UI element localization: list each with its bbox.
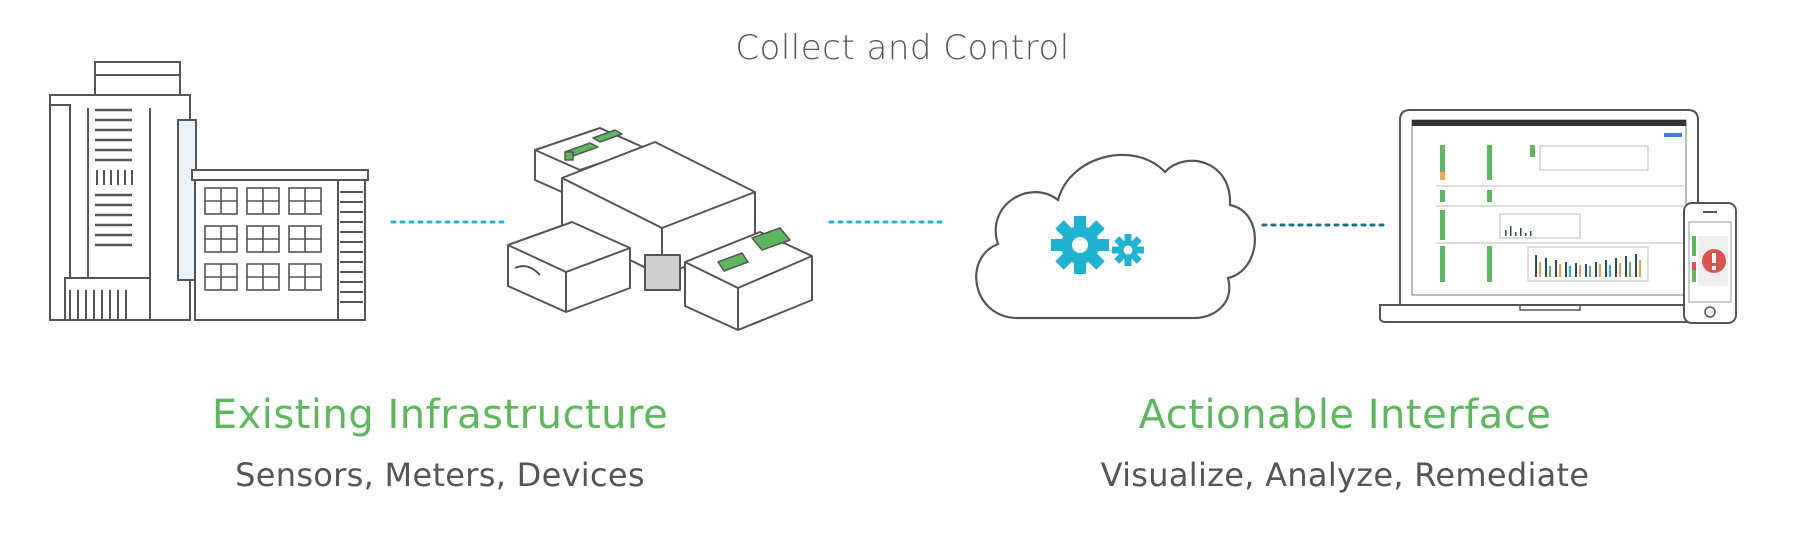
phone-alert-icon xyxy=(1683,202,1737,324)
actionable-interface-heading: Actionable Interface xyxy=(1138,392,1552,438)
laptop-dashboard-icon xyxy=(1379,109,1719,323)
existing-infrastructure-subheading: Sensors, Meters, Devices xyxy=(235,456,645,494)
gateway-device-icon xyxy=(507,127,813,331)
actionable-interface-caption: Actionable Interface Visualize, Analyze,… xyxy=(1065,392,1625,494)
actionable-interface-subheading: Visualize, Analyze, Remediate xyxy=(1100,456,1590,494)
existing-infrastructure-heading: Existing Infrastructure xyxy=(211,392,669,438)
diagram-title: Collect and Control xyxy=(735,28,1070,68)
buildings-icon xyxy=(49,61,369,321)
existing-infrastructure-caption: Existing Infrastructure Sensors, Meters,… xyxy=(200,392,680,494)
cloud-gears-icon xyxy=(975,153,1256,320)
